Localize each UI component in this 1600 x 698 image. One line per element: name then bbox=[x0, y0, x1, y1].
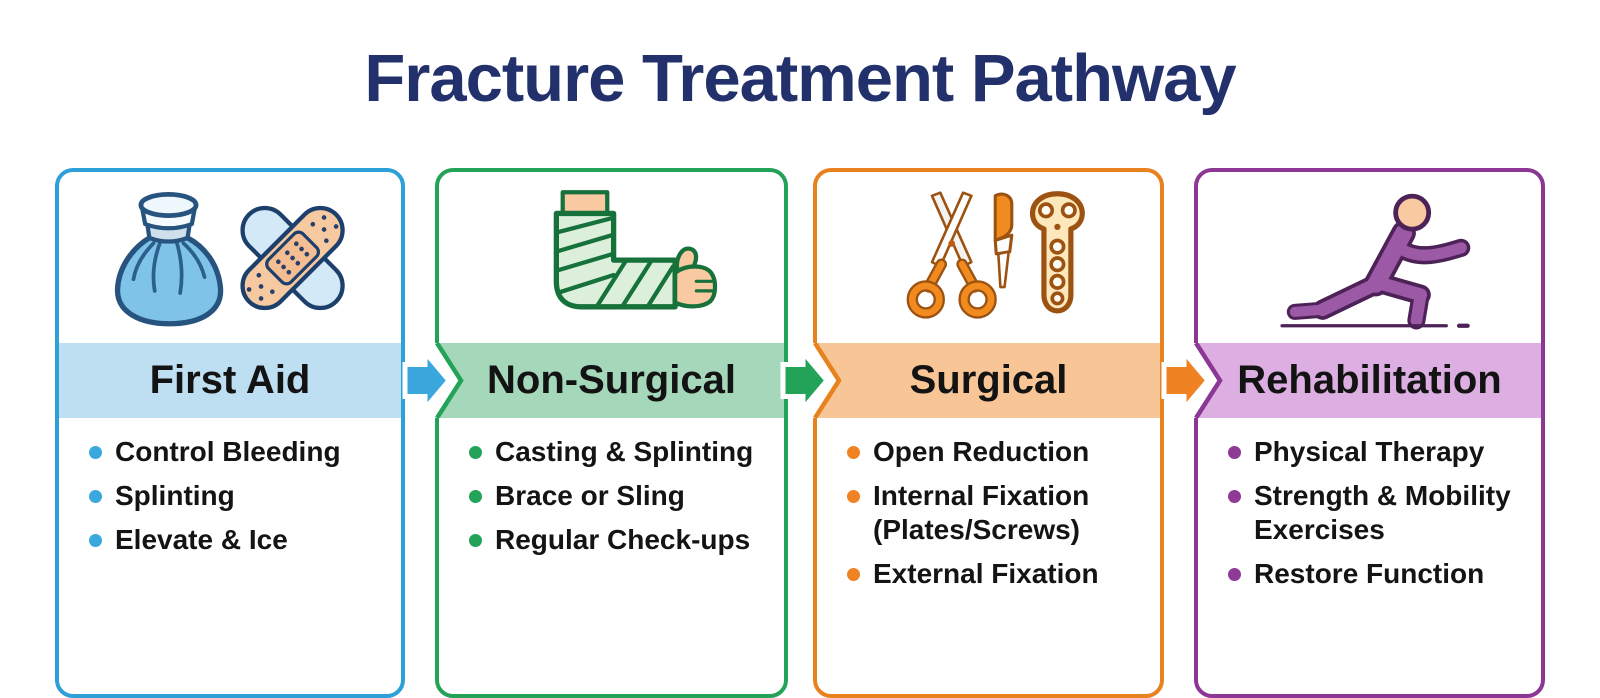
list-item: Open Reduction bbox=[847, 435, 1146, 469]
ice-pack-and-bandage-icon bbox=[114, 191, 345, 326]
arm-in-cast-icon bbox=[553, 189, 718, 309]
list-item: Elevate & Ice bbox=[89, 523, 387, 557]
surgical-list: Open Reduction Internal Fixation (Plates… bbox=[817, 418, 1160, 591]
surgical-instruments-and-bone-plate-icon bbox=[906, 190, 1085, 319]
arrow-surgical-to-rehabilitation bbox=[1161, 343, 1223, 418]
rehabilitation-list: Physical Therapy Strength & Mobility Exe… bbox=[1198, 418, 1541, 591]
arm-in-cast-icon bbox=[439, 172, 784, 343]
card-surgical: Surgical Open Reduction Internal Fixatio… bbox=[813, 168, 1164, 698]
first-aid-list: Control Bleeding Splinting Elevate & Ice bbox=[59, 418, 401, 557]
list-item: Splinting bbox=[89, 479, 387, 513]
surgical-instruments-and-bone-plate-icon bbox=[817, 172, 1160, 343]
list-item: Regular Check-ups bbox=[469, 523, 770, 557]
non-surgical-list: Casting & Splinting Brace or Sling Regul… bbox=[439, 418, 784, 557]
arrow-non-surgical-to-surgical bbox=[780, 343, 842, 418]
list-item: Internal Fixation (Plates/Screws) bbox=[847, 479, 1146, 547]
ice-pack-and-bandage-icon bbox=[59, 172, 401, 343]
list-item: Physical Therapy bbox=[1228, 435, 1527, 469]
page-title: Fracture Treatment Pathway bbox=[364, 41, 1236, 116]
card-first-aid: First Aid Control Bleeding Splinting Ele… bbox=[55, 168, 405, 698]
stage-label-surgical: Surgical bbox=[817, 343, 1160, 418]
list-item: Restore Function bbox=[1228, 557, 1527, 591]
person-stretching-icon bbox=[1280, 193, 1471, 329]
stage-label-first-aid: First Aid bbox=[59, 343, 401, 418]
card-non-surgical: Non-Surgical Casting & Splinting Brace o… bbox=[435, 168, 788, 698]
list-item: External Fixation bbox=[847, 557, 1146, 591]
list-item: Brace or Sling bbox=[469, 479, 770, 513]
list-item: Strength & Mobility Exercises bbox=[1228, 479, 1527, 547]
person-stretching-icon bbox=[1198, 172, 1541, 343]
arrow-first-aid-to-non-surgical bbox=[402, 343, 464, 418]
card-rehabilitation: Rehabilitation Physical Therapy Strength… bbox=[1194, 168, 1545, 698]
list-item: Casting & Splinting bbox=[469, 435, 770, 469]
list-item: Control Bleeding bbox=[89, 435, 387, 469]
stage-label-rehabilitation: Rehabilitation bbox=[1198, 343, 1541, 418]
stage-label-non-surgical: Non-Surgical bbox=[439, 343, 784, 418]
